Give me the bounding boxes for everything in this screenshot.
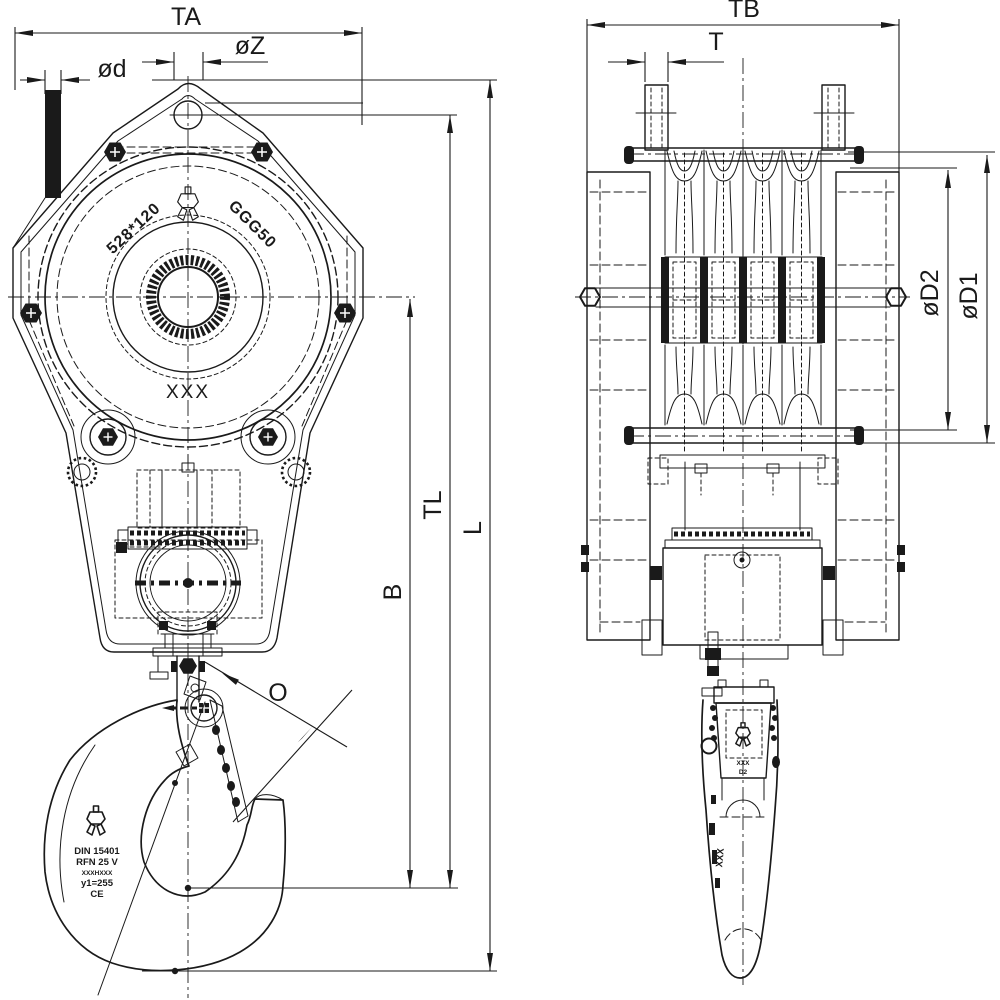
nut-stamp-line-1: XXX <box>736 760 750 767</box>
hook-nut-front <box>157 611 218 635</box>
sheave-stack <box>579 149 907 453</box>
front-view: 528*120 GGG50 XXX <box>8 3 497 998</box>
bottom-tie-rod <box>624 426 864 445</box>
top-tie-rod <box>624 146 864 164</box>
stamp-line-5: CE <box>90 889 103 900</box>
label-od2: øD2 <box>916 269 944 316</box>
dim-b: B <box>379 299 413 888</box>
crosshead <box>114 454 263 703</box>
face-marks: 528*120 GGG50 XXX <box>104 186 280 403</box>
hook-nut-side: XXX D2 <box>700 679 780 779</box>
dim-oz: øZ <box>142 32 268 80</box>
rope-section-bar <box>45 90 61 198</box>
stamp-line-3: XXXHXXX <box>82 870 113 877</box>
dim-od: ød <box>20 55 127 94</box>
center-bore <box>157 266 219 328</box>
label-ta: TA <box>171 3 201 31</box>
trunnion-posts <box>635 84 855 151</box>
dim-od2: øD2 <box>916 170 951 430</box>
hook-front <box>43 675 287 996</box>
label-o: O <box>268 679 287 707</box>
label-od1: øD1 <box>955 272 983 319</box>
sheave-axle <box>579 287 907 308</box>
hook-side: XXX <box>700 699 779 979</box>
dim-l: L <box>459 80 493 971</box>
nut-stamp-line-2: D2 <box>739 769 748 776</box>
inner-plate-foot-right <box>822 619 844 656</box>
face-mark-bottom: XXX <box>166 382 210 403</box>
label-l: L <box>459 521 487 535</box>
dim-t: T <box>608 28 724 82</box>
side-plates <box>581 171 905 656</box>
back-plate-edge-left <box>28 235 75 427</box>
latch-arm <box>209 699 249 823</box>
center-bore-dashed <box>139 248 237 346</box>
dim-ta: TA <box>14 3 363 125</box>
stamp-line-1: DIN 15401 <box>74 846 120 857</box>
label-oz: øZ <box>235 32 266 60</box>
hook-trefoil-icon <box>86 805 106 836</box>
latch-cable <box>97 701 206 996</box>
back-plate-edge-right <box>301 235 348 427</box>
dim-tb: TB <box>586 0 900 172</box>
face-mark-right: GGG50 <box>225 198 280 253</box>
crosshead-side <box>647 454 839 697</box>
hook-stamp: DIN 15401 RFN 25 V XXXHXXX y1=255 CE <box>74 805 120 900</box>
sheave-grooves <box>666 150 820 453</box>
dim-o: O <box>204 661 353 823</box>
inner-plate-foot-left <box>641 619 663 656</box>
sheave-cover <box>37 146 339 448</box>
face-bolts <box>20 142 356 323</box>
side-view: XXX D2 XXX <box>575 0 995 985</box>
label-t: T <box>708 28 723 56</box>
dim-od1: øD1 <box>955 155 990 443</box>
latch <box>97 675 249 996</box>
knurled-plug-right <box>280 456 312 488</box>
stamp-line-2: RFN 25 V <box>76 857 118 868</box>
label-od: ød <box>97 55 126 83</box>
label-b: B <box>379 584 407 601</box>
sheave-hubs <box>661 257 825 343</box>
nut-trefoil-icon <box>735 722 751 747</box>
label-tl: TL <box>419 490 447 519</box>
lifting-trefoil-icon <box>177 186 199 221</box>
shank-stamp: XXX <box>714 847 727 868</box>
label-tb: TB <box>728 0 760 23</box>
center-bore-knurl <box>146 255 230 339</box>
stamp-line-4: y1=255 <box>81 878 114 889</box>
nut-chains <box>700 705 780 768</box>
plate-dashes <box>589 191 897 561</box>
hook-outline <box>43 699 287 972</box>
latch-ring <box>700 737 718 755</box>
knurled-plug-left <box>66 456 98 488</box>
face-mark-left: 528*120 <box>104 200 164 258</box>
lower-bosses <box>66 409 312 488</box>
dim-tl: TL <box>419 115 453 888</box>
